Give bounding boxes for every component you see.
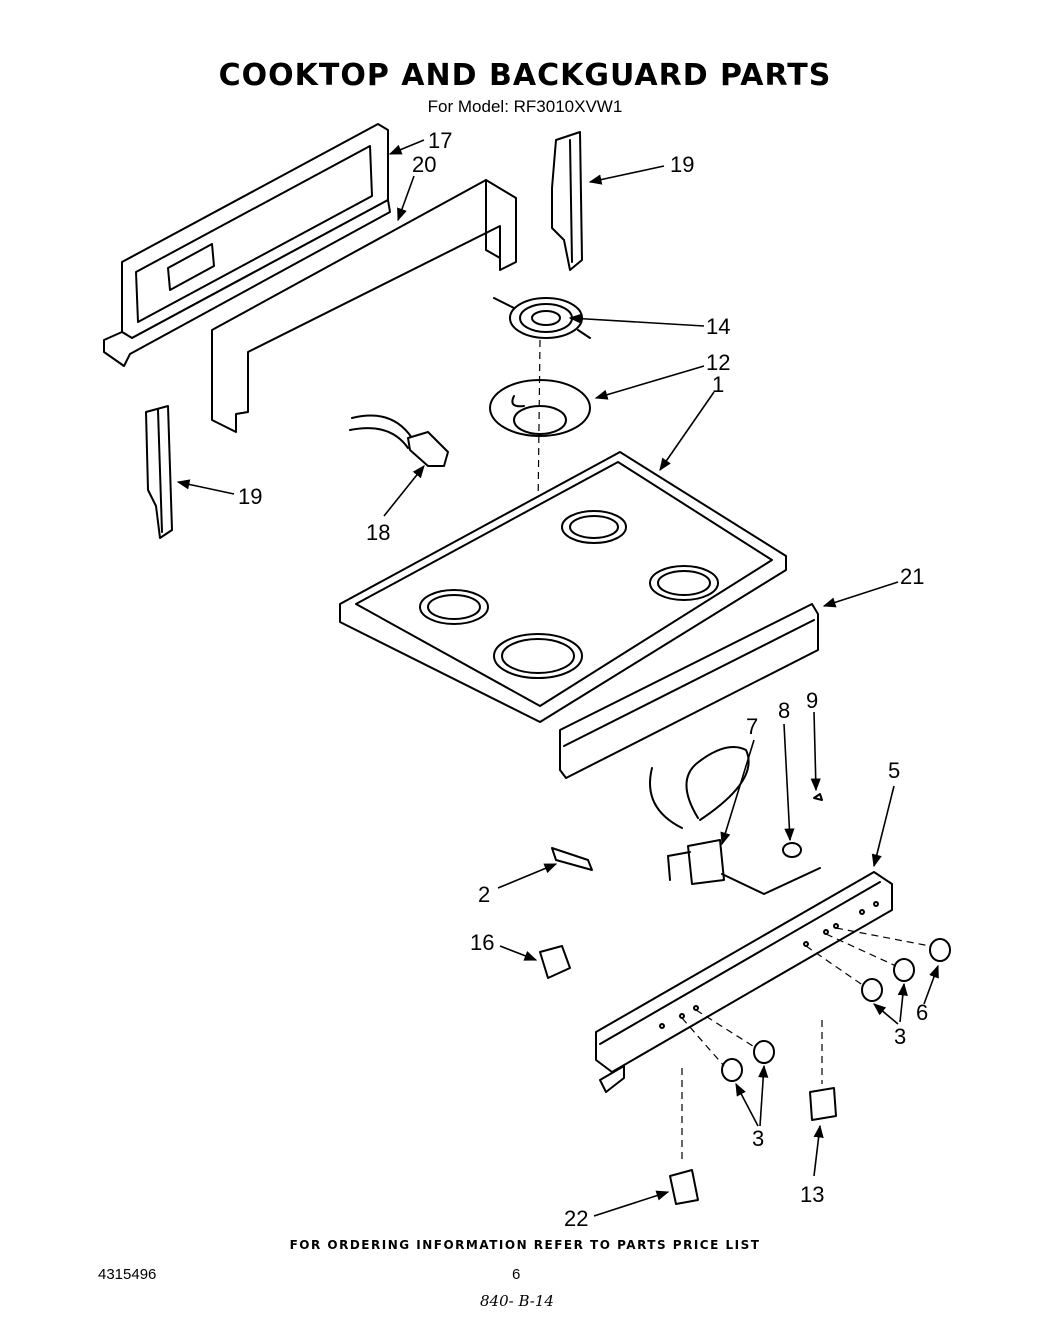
ordering-note: FOR ORDERING INFORMATION REFER TO PARTS … xyxy=(289,1238,761,1252)
page-number: 6 xyxy=(512,1266,521,1283)
rotary-switch xyxy=(669,1068,699,1205)
callout-5: 5 xyxy=(888,758,900,783)
cooktop xyxy=(339,451,787,723)
control-panel xyxy=(595,871,893,1093)
callout-14: 14 xyxy=(706,314,730,339)
document-number: 4315496 xyxy=(98,1266,157,1283)
callout-2: 2 xyxy=(478,882,490,907)
lens xyxy=(813,793,823,801)
knobs xyxy=(681,927,951,1082)
backguard-panel xyxy=(103,123,391,367)
page-title: COOKTOP AND BACKGUARD PARTS xyxy=(218,58,832,93)
callout-22: 22 xyxy=(564,1206,588,1231)
callout-6: 6 xyxy=(916,1000,928,1025)
callout-1: 1 xyxy=(712,372,724,397)
callout-21: 21 xyxy=(900,564,924,589)
callout-3-left: 3 xyxy=(752,1126,764,1151)
callout-17: 17 xyxy=(428,128,452,153)
terminal-part xyxy=(551,847,593,871)
callout-9: 9 xyxy=(806,688,818,713)
leader-lines xyxy=(176,139,939,1217)
side-bracket-lower xyxy=(145,405,173,539)
infinite-switch xyxy=(649,746,821,895)
switch-clip xyxy=(539,945,571,979)
handwritten-note: 840- B-14 xyxy=(480,1292,554,1310)
callout-19-lower: 19 xyxy=(238,484,262,509)
callout-18: 18 xyxy=(366,520,390,545)
backguard-trim xyxy=(211,179,517,433)
callout-7: 7 xyxy=(746,714,758,739)
terminal-block xyxy=(349,414,449,467)
callout-12: 12 xyxy=(706,350,730,375)
callout-20: 20 xyxy=(412,152,436,177)
front-trim xyxy=(559,603,819,779)
side-bracket-upper xyxy=(551,131,583,271)
indicator-light xyxy=(782,842,802,858)
model-subtitle: For Model: RF3010XVW1 xyxy=(427,97,623,116)
callout-19-upper: 19 xyxy=(670,152,694,177)
callout-13: 13 xyxy=(800,1182,824,1207)
callout-8: 8 xyxy=(778,698,790,723)
callout-16: 16 xyxy=(470,930,494,955)
push-switch xyxy=(809,1020,837,1121)
callout-3-right: 3 xyxy=(894,1024,906,1049)
